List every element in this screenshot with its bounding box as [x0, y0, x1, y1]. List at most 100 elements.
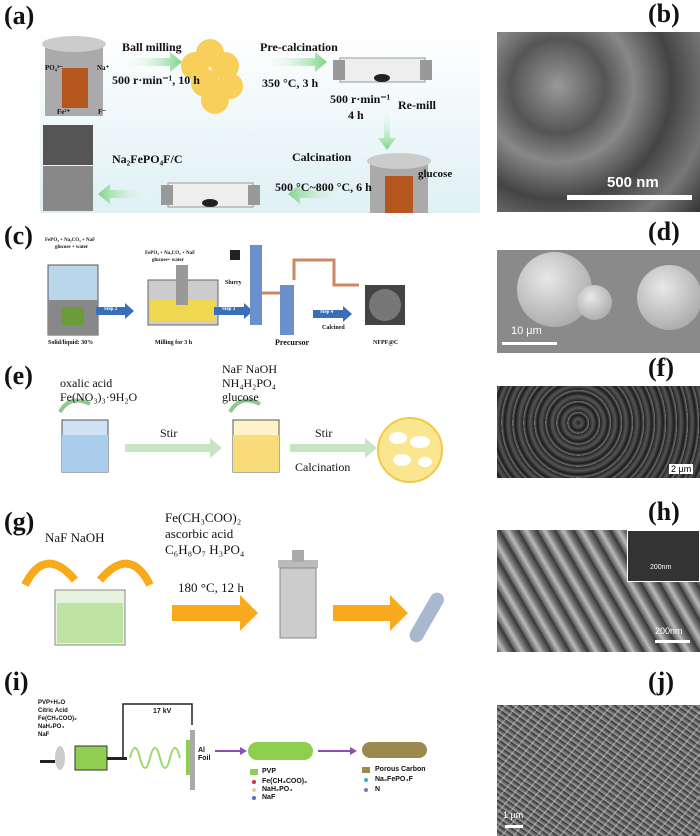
- reactor-icon: [47, 264, 99, 336]
- ion-label: Na⁺: [97, 64, 110, 72]
- stir-label: Stir: [160, 426, 178, 440]
- panel-label-g: (g): [4, 507, 35, 536]
- tube-furnace-icon: [333, 57, 432, 83]
- solution-component: PVP+H₂O: [38, 700, 66, 706]
- panel-label-d: (d): [648, 217, 680, 246]
- scale-bar-label: 10 µm: [511, 325, 542, 337]
- calcination-label: Calcination: [292, 150, 352, 164]
- sem-image-d: 10 µm: [497, 250, 700, 353]
- step2-label: Step 2: [104, 307, 118, 312]
- ball-milling-label: Ball milling: [122, 40, 182, 54]
- stir-arrow: [125, 438, 222, 458]
- reagent-label: C₆H₈O₇ H₃PO₄: [165, 542, 245, 557]
- step2-arrow: [96, 303, 134, 319]
- ion-label: Fe²⁺: [57, 108, 71, 116]
- ion-label: PO₄³⁻: [45, 64, 63, 72]
- reagent-label: NH₄H₂PO₄: [222, 376, 276, 390]
- legend-item: Fe(CH₃COO)₂: [262, 778, 308, 785]
- reagent-label: oxalic acid: [60, 376, 113, 390]
- product-label: NFPF@C: [373, 340, 399, 346]
- inset-image: 200nm: [627, 530, 700, 582]
- reagent-label: ascorbic acid: [165, 526, 234, 541]
- panel-label-c: (c): [4, 221, 33, 250]
- panel-label-e: (e): [4, 361, 33, 390]
- scale-bar: [567, 195, 692, 200]
- tem-thumbnail: [43, 166, 93, 211]
- pre-calcination-condition: 350 °C, 3 h: [262, 76, 319, 90]
- panel-a-diagram: Ball milling 500 r·min⁻¹, 10 h Pre-calci…: [40, 28, 480, 213]
- legend-item: NaF: [262, 794, 276, 801]
- carbon-fiber-icon: [362, 742, 427, 758]
- legend-item: Porous Carbon: [375, 766, 426, 773]
- panel-g-diagram: NaF NaOH Fe(CH₃COO)₂ ascorbic acid C₆H₈O…: [0, 505, 480, 655]
- reagents-label: FePO₄ + Na₂CO₃ + NaF: [45, 238, 96, 243]
- reagent-label: glucose: [222, 390, 259, 404]
- step4-label: Step 4: [320, 310, 334, 315]
- calcination-condition: 500 °C~800 °C, 6 h: [275, 180, 372, 194]
- ball-milling-condition: 500 r·min⁻¹, 10 h: [112, 73, 200, 87]
- calcined-label: Calcined: [322, 325, 345, 331]
- panel-c-diagram: FePO₄ + Na₂CO₃ + NaF glucose + water FeP…: [0, 225, 480, 355]
- scale-bar: [502, 342, 557, 345]
- panel-label-f: (f): [648, 353, 674, 382]
- sem-image-h: 200nm 200nm: [497, 530, 700, 652]
- reagent-label: Fe(CH₃COO)₂: [165, 510, 242, 525]
- sem-image-j: 1 µm: [497, 705, 700, 836]
- panel-label-j: (j): [648, 667, 674, 696]
- reagent-label: NaF NaOH: [222, 362, 277, 376]
- panel-e-diagram: oxalic acid Fe(NO₃)₃·9H₂O NaF NaOH NH₄H₂…: [0, 360, 480, 500]
- legend-item: Na₂FePO₄F: [375, 776, 413, 783]
- stir-label: Stir: [315, 426, 333, 440]
- panel-label-a: (a): [4, 1, 35, 30]
- scale-bar-label: 2 µm: [669, 464, 694, 474]
- scale-bar-label: 1 µm: [503, 810, 524, 820]
- slurry-label: Slurry: [225, 280, 242, 286]
- calcination-arrow: [290, 438, 377, 458]
- sem-image-b: 500 nm: [497, 32, 700, 212]
- solid-liquid-label: Solid/liquid: 30%: [48, 340, 94, 346]
- condition-label: 180 °C, 12 h: [178, 580, 244, 595]
- sem-image-f: 2 µm: [497, 386, 700, 478]
- al-foil-label: Al: [198, 747, 205, 754]
- pvp-fiber-icon: [248, 742, 313, 760]
- hydrothermal-arrow: [172, 595, 258, 631]
- step3-arrow: [214, 303, 253, 319]
- scale-bar: [655, 640, 690, 643]
- al-foil-icon: [190, 730, 195, 790]
- solution-component: Fe(CH₃COO)₂: [38, 716, 77, 722]
- pre-calcination-label: Pre-calcination: [260, 40, 338, 54]
- scale-bar: [505, 825, 523, 828]
- porous-particle-icon: [377, 417, 443, 483]
- panel-i-diagram: PVP+H₂O Citric Acid Fe(CH₃COO)₂ NaH₂PO₄ …: [0, 700, 480, 836]
- panel-label-h: (h): [648, 497, 680, 526]
- particles-icon: [181, 39, 243, 114]
- reagent-label: Fe(NO₃)₃·9H₂O: [60, 390, 138, 404]
- remill-label: Re-mill: [398, 98, 436, 112]
- voltage-label: 17 kV: [153, 708, 172, 715]
- step3-label: Step 3: [222, 307, 236, 312]
- reagents-label: glucose+ water: [152, 258, 184, 263]
- scale-bar-label: 200nm: [655, 626, 683, 636]
- solution-component: NaH₂PO₄: [38, 724, 65, 730]
- inset-scale-label: 200nm: [650, 564, 672, 571]
- precursor-label: Precursor: [275, 338, 310, 347]
- reagents-label: glucose + water: [55, 245, 89, 250]
- nanorod-icon: [409, 592, 444, 643]
- al-foil-label: Foil: [198, 755, 211, 762]
- remill-condition-speed: 500 r·min⁻¹: [330, 92, 391, 106]
- ball-mill-jar-glucose-icon: [367, 153, 431, 213]
- solution-component: Citric Acid: [38, 708, 68, 714]
- reagents-label: FePO₄ + Na₂CO₃ + NaF: [145, 251, 196, 256]
- jet-icon: [129, 747, 181, 769]
- ball-mill-jar-icon: [42, 36, 106, 116]
- milling-label: Milling for 3 h: [155, 340, 193, 346]
- scale-bar-label: 500 nm: [607, 174, 659, 191]
- syringe-icon: [40, 745, 127, 771]
- autoclave-icon: [278, 550, 318, 639]
- ion-label: F⁻: [98, 108, 106, 116]
- legend-item: PVP: [262, 768, 277, 775]
- reagent-label: NaF NaOH: [45, 530, 105, 545]
- panel-label-b: (b): [648, 0, 680, 28]
- solution-component: NaF: [38, 732, 50, 738]
- sem-thumbnail: [43, 125, 93, 165]
